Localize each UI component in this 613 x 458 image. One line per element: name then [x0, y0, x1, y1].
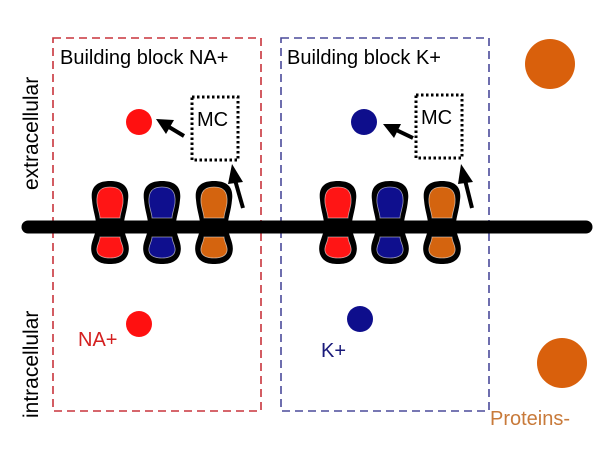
k-ion-extracellular: [351, 109, 377, 135]
protein-intracellular: [537, 338, 587, 388]
na-ion-label: NA+: [78, 329, 117, 351]
ion-channel-orange-na: [195, 181, 233, 264]
building-block-na-title: Building block NA+: [60, 47, 228, 69]
mc-label-na: MC: [197, 109, 228, 131]
mc-box-na: [190, 95, 240, 162]
na-ion-extracellular: [126, 109, 152, 135]
ion-channel-orange-k: [423, 181, 461, 264]
building-block-k-title: Building block K+: [287, 47, 441, 69]
na-ion-intracellular: [126, 311, 152, 337]
arrow-mc-to-ion-k: [383, 124, 414, 140]
proteins-label: Proteins-: [490, 408, 570, 430]
intracellular-label: intracellular: [20, 311, 43, 418]
k-ion-label: K+: [321, 340, 346, 362]
mc-label-k: MC: [421, 107, 452, 129]
ion-channels: [91, 181, 461, 264]
arrow-channel-to-mc-k: [458, 164, 474, 209]
ion-channel-red-k: [319, 181, 357, 264]
extracellular-label: extracellular: [20, 77, 43, 190]
ion-channel-blue-na: [143, 181, 181, 264]
mc-box-k: [414, 93, 464, 160]
ion-channel-red-na: [91, 181, 129, 264]
arrow-channel-to-mc-na: [228, 164, 245, 209]
protein-extracellular: [525, 39, 575, 89]
k-ion-intracellular: [347, 306, 373, 332]
arrow-mc-to-ion-na: [156, 119, 186, 138]
ion-channel-blue-k: [371, 181, 409, 264]
